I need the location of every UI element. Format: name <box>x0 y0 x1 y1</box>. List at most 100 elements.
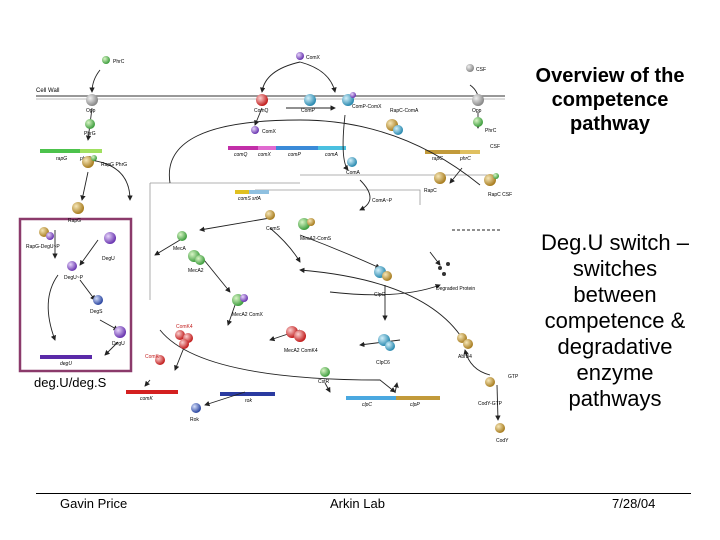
svg-text:ComA~P: ComA~P <box>372 198 393 204</box>
svg-text:CSF: CSF <box>476 67 486 73</box>
svg-text:rok: rok <box>245 398 252 404</box>
gene-comk: comK <box>126 390 178 402</box>
footer-author: Gavin Price <box>60 496 128 511</box>
svg-text:PhrC: PhrC <box>113 59 125 65</box>
gene-rapc-phrc: rapC phrC <box>425 150 480 162</box>
svg-text:MecA2: MecA2 <box>188 268 204 274</box>
svg-text:RapG: RapG <box>68 218 81 224</box>
gene-clpc-clpp: clpC clpP <box>346 396 440 408</box>
molecule-degu: DegU <box>102 232 116 262</box>
svg-text:CodY-GTP: CodY-GTP <box>478 401 503 407</box>
svg-text:RapC-ComA: RapC-ComA <box>390 108 419 114</box>
svg-text:comS: comS <box>238 196 251 202</box>
molecule-meca2-comsx: MecA2-ComS <box>298 218 332 242</box>
svg-text:PhrC: PhrC <box>485 128 497 134</box>
molecule-rapc: RapC <box>424 172 446 194</box>
svg-text:comX: comX <box>258 152 271 158</box>
molecule-phrc-mid: PhrC <box>473 117 497 134</box>
molecule-cody-gtp: GTP CodY-GTP <box>478 374 519 407</box>
svg-text:ComP-ComX: ComP-ComX <box>352 104 382 110</box>
svg-text:phrC: phrC <box>459 156 471 162</box>
molecule-cstr: CstR <box>318 367 330 385</box>
molecule-degu-p: DegU~P <box>64 261 84 281</box>
molecule-comx-mid: ComX <box>251 126 277 135</box>
molecule-phrg: PhrG <box>84 119 96 137</box>
svg-text:CodY: CodY <box>496 438 509 444</box>
molecule-rapg: RapG <box>68 202 84 224</box>
svg-text:ComP: ComP <box>301 108 316 114</box>
svg-text:rapG: rapG <box>56 156 67 162</box>
svg-text:Opp: Opp <box>86 108 96 114</box>
svg-text:clpC: clpC <box>362 402 372 408</box>
molecule-coma-p: ComA~P <box>372 198 393 204</box>
svg-text:Rok: Rok <box>190 417 199 423</box>
svg-text:comK: comK <box>140 396 153 402</box>
molecule-meca2-comk4: MecA2 ComK4 <box>284 326 318 354</box>
molecule-comp-comx: ComP-ComX <box>342 92 382 110</box>
molecule-csf-right: CSF <box>490 144 500 150</box>
svg-text:DegS: DegS <box>90 309 103 315</box>
svg-text:comP: comP <box>288 152 301 158</box>
molecule-coma: ComA <box>346 157 361 176</box>
svg-text:ComK4: ComK4 <box>176 324 193 330</box>
svg-text:srfA: srfA <box>252 196 262 202</box>
molecule-meca2: MecA2 <box>188 250 205 274</box>
molecule-rapc-csf: RapC CSF <box>484 173 512 198</box>
svg-text:ComX: ComX <box>306 55 321 61</box>
svg-text:GTP: GTP <box>508 374 519 380</box>
gene-rok: rok <box>220 392 275 404</box>
gene-comq-comx-comp-coma: comQ comX comP comA <box>228 146 346 158</box>
cell-wall-label: Cell Wall <box>36 88 59 94</box>
footer-lab: Arkin Lab <box>330 496 385 511</box>
svg-text:RapG-DegU~P: RapG-DegU~P <box>26 244 60 250</box>
svg-text:ClpC6: ClpC6 <box>376 360 390 366</box>
molecule-comp: ComP <box>301 94 316 114</box>
molecule-meca: MecA <box>173 231 187 252</box>
molecule-cody: CodY <box>495 423 509 444</box>
svg-text:Degraded Protein: Degraded Protein <box>436 286 475 292</box>
svg-text:MecA2-ComS: MecA2-ComS <box>300 236 332 242</box>
pathway-arrows <box>47 61 501 421</box>
molecule-coms: ComS <box>265 210 281 232</box>
svg-text:MecA2 ComX: MecA2 ComX <box>232 312 264 318</box>
footer-divider <box>36 493 691 494</box>
molecule-degu-low: DegU <box>112 326 126 347</box>
svg-text:DegU: DegU <box>112 341 125 347</box>
molecule-rapc-coma: RapC-ComA <box>386 108 419 135</box>
molecule-degs: DegS <box>90 295 103 315</box>
svg-text:MecA: MecA <box>173 246 186 252</box>
molecule-opp-left: Opp <box>86 94 98 114</box>
molecule-rok: Rok <box>190 403 201 423</box>
svg-text:RapG PhrG: RapG PhrG <box>101 162 127 168</box>
gene-degu: degU <box>40 355 92 367</box>
svg-text:clpP: clpP <box>410 402 420 408</box>
svg-text:Opp: Opp <box>472 108 482 114</box>
molecule-opp-right: Opp <box>472 94 484 114</box>
svg-text:ClpC: ClpC <box>374 292 386 298</box>
gene-coms-srfa: comS srfA <box>235 190 269 202</box>
molecule-comx-pheromone: ComX <box>296 52 321 61</box>
molecule-meca2-comx: MecA2 ComX <box>232 294 264 318</box>
svg-text:RapC: RapC <box>424 188 437 194</box>
svg-text:MecA2 ComK4: MecA2 ComK4 <box>284 348 318 354</box>
svg-text:AbrB4: AbrB4 <box>458 354 472 360</box>
molecule-phrc-peptide: PhrC <box>102 56 125 65</box>
svg-text:comQ: comQ <box>234 152 247 158</box>
molecule-comk: ComK <box>145 354 165 365</box>
svg-text:DegU: DegU <box>102 256 115 262</box>
molecule-abrb4: AbrB4 <box>457 333 473 360</box>
degu-degs-caption: deg.U/deg.S <box>34 375 107 390</box>
svg-text:PhrG: PhrG <box>84 131 96 137</box>
molecule-rapg-phrg: RapG PhrG <box>82 155 127 168</box>
svg-text:ComA: ComA <box>346 170 361 176</box>
svg-text:comA: comA <box>325 152 338 158</box>
svg-text:CSF: CSF <box>490 144 500 150</box>
svg-text:degU: degU <box>60 361 72 367</box>
svg-text:ComK: ComK <box>145 354 160 360</box>
molecule-comk4: ComK4 <box>175 324 193 349</box>
svg-text:ComX: ComX <box>262 129 277 135</box>
molecule-csf-top: CSF <box>466 64 486 73</box>
molecule-rapg-degu-p: RapG-DegU~P <box>26 227 60 250</box>
svg-text:CstR: CstR <box>318 379 330 385</box>
